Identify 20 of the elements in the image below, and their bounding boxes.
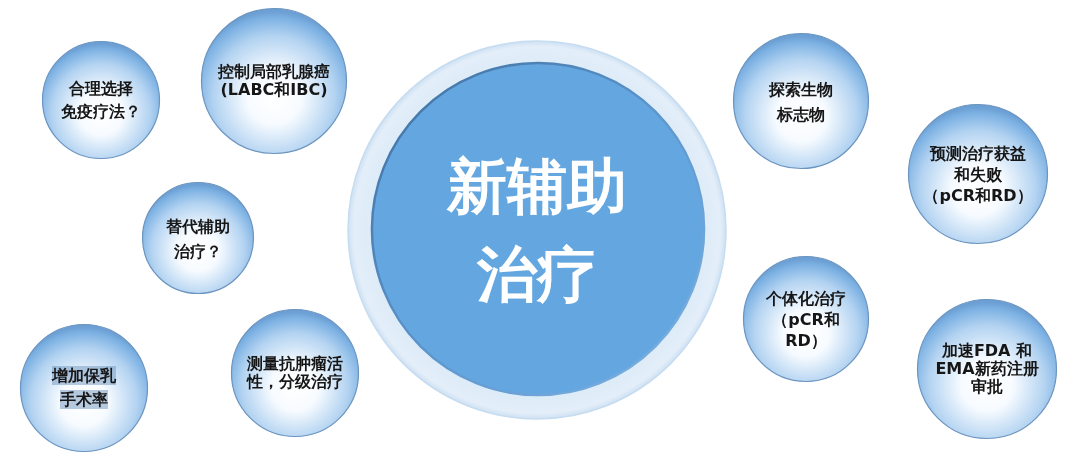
topic-label: 合理选择免疫疗法？ — [61, 78, 141, 123]
topic-bubble — [742, 255, 870, 383]
topic-bubble — [907, 103, 1049, 245]
topic-label: 预测治疗获益和失败（pCR和RD） — [923, 142, 1033, 206]
topic-label: 探索生物标志物 — [769, 79, 833, 126]
topic-label: 加速FDA 和EMA新药注册审批 — [935, 342, 1039, 396]
central-topic-circle — [347, 40, 727, 420]
topic-label: 控制局部乳腺癌(LABC和IBC) — [218, 63, 330, 99]
topic-bubble — [19, 323, 149, 453]
topic-bubble — [230, 308, 360, 438]
topic-bubble — [732, 32, 870, 170]
central-topic-label: 新辅助治疗 — [447, 150, 627, 311]
topic-label: 测量抗肿瘤活性，分级治疗 — [247, 355, 343, 391]
topic-bubble — [916, 298, 1058, 440]
topic-bubble — [200, 7, 348, 155]
topic-bubble — [41, 40, 161, 160]
topic-label: 个体化治疗（pCR和RD） — [766, 287, 846, 351]
topic-bubble — [141, 181, 255, 295]
topic-label: 替代辅助治疗？ — [166, 216, 230, 263]
topic-label: 增加保乳手术率 — [52, 365, 116, 411]
